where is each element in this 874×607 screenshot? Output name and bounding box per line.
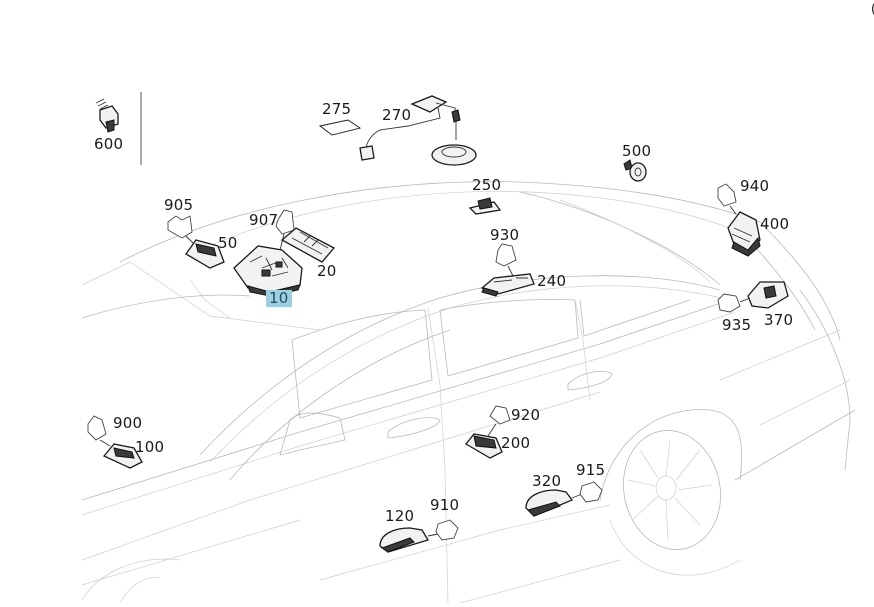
part-250-lamp[interactable] (468, 197, 502, 215)
label-915[interactable]: 915 (576, 461, 606, 479)
part-930-connector[interactable] (495, 243, 517, 279)
label-200[interactable]: 200 (501, 434, 531, 452)
part-240-rear-dome-lamp[interactable] (480, 273, 535, 297)
label-320[interactable]: 320 (532, 472, 562, 490)
label-600[interactable]: 600 (94, 135, 124, 153)
label-370[interactable]: 370 (764, 311, 794, 329)
corner-mark: ( (871, 2, 874, 17)
part-270-harness[interactable] (359, 95, 477, 166)
part-20-lens-cover[interactable] (280, 227, 336, 263)
part-935-connector[interactable] (717, 293, 751, 313)
label-250[interactable]: 250 (472, 176, 502, 194)
part-10-overhead-panel[interactable] (233, 245, 303, 297)
label-910[interactable]: 910 (430, 496, 460, 514)
label-940[interactable]: 940 (740, 177, 770, 195)
label-935[interactable]: 935 (722, 316, 752, 334)
part-920-connector[interactable] (487, 405, 511, 437)
label-270[interactable]: 270 (382, 106, 412, 124)
part-275-pad[interactable] (318, 119, 362, 136)
label-905[interactable]: 905 (164, 196, 194, 214)
label-50[interactable]: 50 (218, 234, 238, 252)
label-400[interactable]: 400 (760, 215, 790, 233)
label-920[interactable]: 920 (511, 406, 541, 424)
part-50-reading-lamp[interactable] (185, 239, 225, 269)
label-240[interactable]: 240 (537, 272, 567, 290)
part-400-trunk-lamp[interactable] (727, 211, 761, 257)
part-370-tailgate-lamp[interactable] (747, 281, 789, 309)
part-915-connector[interactable] (579, 481, 603, 503)
part-940-connector[interactable] (717, 183, 737, 215)
part-600-switch[interactable] (95, 98, 119, 133)
label-20[interactable]: 20 (317, 262, 337, 280)
part-500-socket[interactable] (623, 159, 647, 182)
part-900-connector[interactable] (87, 415, 111, 447)
label-900[interactable]: 900 (113, 414, 143, 432)
label-500[interactable]: 500 (622, 142, 652, 160)
part-120-door-entry-lamp[interactable] (379, 527, 439, 553)
part-910-connector[interactable] (435, 519, 459, 541)
label-10-highlighted[interactable]: 10 (266, 290, 292, 307)
car-body-outline (81, 181, 856, 604)
part-100-footwell-lamp[interactable] (102, 443, 143, 469)
label-275[interactable]: 275 (322, 100, 352, 118)
label-120[interactable]: 120 (385, 507, 415, 525)
label-100[interactable]: 100 (135, 438, 165, 456)
part-905-connector[interactable] (167, 215, 195, 245)
label-907[interactable]: 907 (249, 211, 279, 229)
part-320-door-entry-lamp[interactable] (525, 489, 583, 517)
part-200-footwell-lamp[interactable] (465, 433, 503, 459)
label-930[interactable]: 930 (490, 226, 520, 244)
